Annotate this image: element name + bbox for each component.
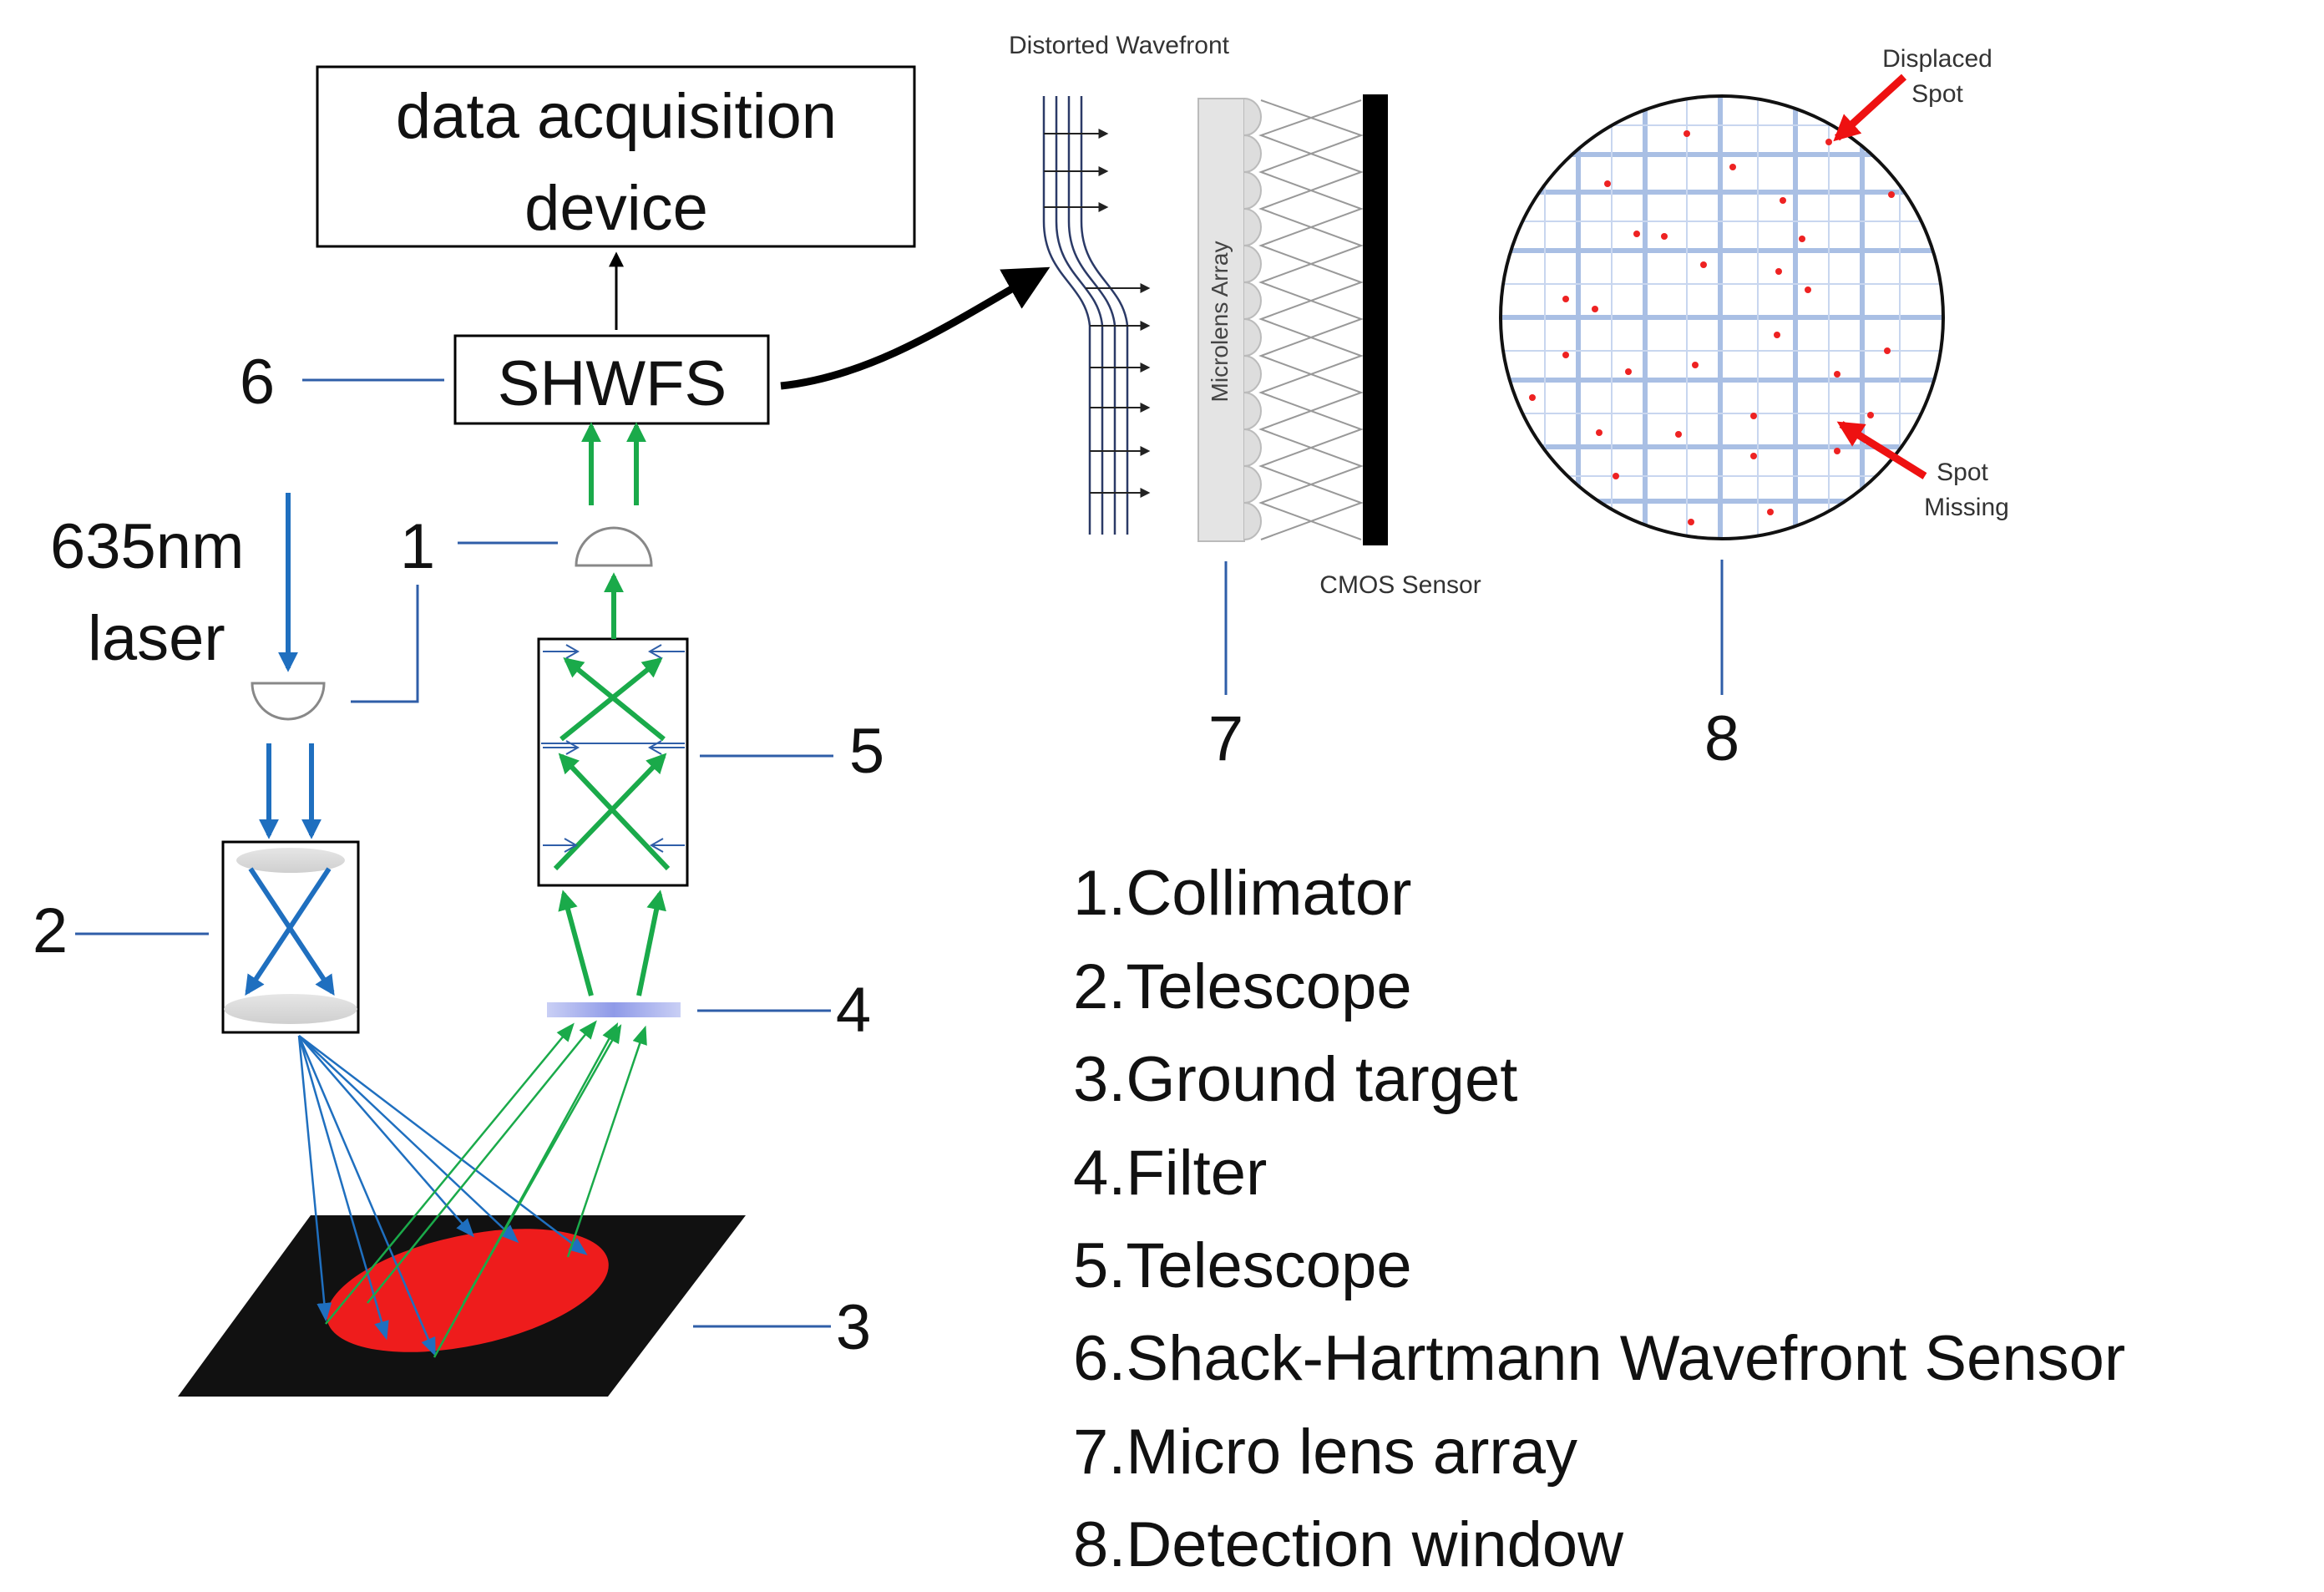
focus-lines-b [1258, 99, 1364, 540]
focus-lines [1258, 99, 1364, 540]
legend: 1.Collimator 2.Telescope 3.Ground target… [1073, 858, 2125, 1580]
collimator-return [575, 526, 653, 567]
label-6: 6 [240, 347, 275, 418]
displaced-spot-label-line1: Displaced [1882, 45, 1992, 73]
legend-item-6: 6.Shack-Hartmann Wavefront Sensor [1073, 1323, 2125, 1394]
spot-missing-label-line1: Spot [1937, 459, 1988, 486]
displaced-spot-arrow [1833, 74, 1907, 142]
cmos-sensor [1363, 94, 1388, 545]
laser-label-line2: laser [88, 603, 225, 674]
displaced-spot-label-line2: Spot [1911, 80, 1963, 108]
distorted-wavefront-label: Distorted Wavefront [1009, 32, 1230, 59]
shwfs-label: SHWFS [498, 348, 727, 419]
filter-4 [547, 1002, 681, 1017]
label-3: 3 [836, 1292, 871, 1363]
telescope-5 [537, 637, 689, 887]
ground-target [178, 1215, 746, 1397]
microlens-array-label: Microlens Array [1207, 241, 1233, 403]
collimator-laser [251, 682, 326, 721]
legend-item-7: 7.Micro lens array [1073, 1417, 1577, 1488]
return-beam-right [636, 890, 666, 996]
return-beam-left [558, 890, 594, 996]
daq-label-line1: data acquisition [396, 81, 837, 152]
distorted-wavefront [1042, 96, 1129, 535]
label-8: 8 [1704, 703, 1739, 774]
label-2: 2 [33, 895, 68, 966]
laser-label-line1: 635nm [50, 511, 244, 582]
legend-item-5: 5.Telescope [1073, 1230, 1412, 1301]
cmos-sensor-label: CMOS Sensor [1319, 571, 1481, 599]
label-4: 4 [836, 975, 871, 1046]
microlens-array: Microlens Array [1197, 98, 1262, 542]
leader-line-1b [351, 585, 419, 703]
spot-dots [1529, 130, 1895, 525]
legend-item-3: 3.Ground target [1073, 1044, 1517, 1115]
legend-item-8: 8.Detection window [1073, 1509, 1624, 1580]
label-7: 7 [1208, 703, 1243, 774]
wavefront-rays [1044, 129, 1151, 498]
label-1: 1 [400, 511, 435, 582]
telescope-2 [221, 840, 360, 1034]
legend-item-1: 1.Collimator [1073, 858, 1411, 929]
zoom-arrow [780, 266, 1051, 390]
data-acquisition-box: data acquisition device [316, 65, 916, 248]
daq-label-line2: device [524, 173, 708, 244]
return-rays [325, 1020, 647, 1358]
legend-item-4: 4.Filter [1073, 1138, 1267, 1209]
illumination-rays [297, 1035, 588, 1357]
label-5: 5 [849, 716, 884, 787]
legend-item-2: 2.Telescope [1073, 951, 1412, 1022]
spot-missing-label-line2: Missing [1924, 494, 2009, 521]
detection-window [1499, 94, 1945, 540]
spot-missing-arrow [1836, 421, 1927, 479]
shwfs-box: SHWFS [453, 334, 770, 425]
